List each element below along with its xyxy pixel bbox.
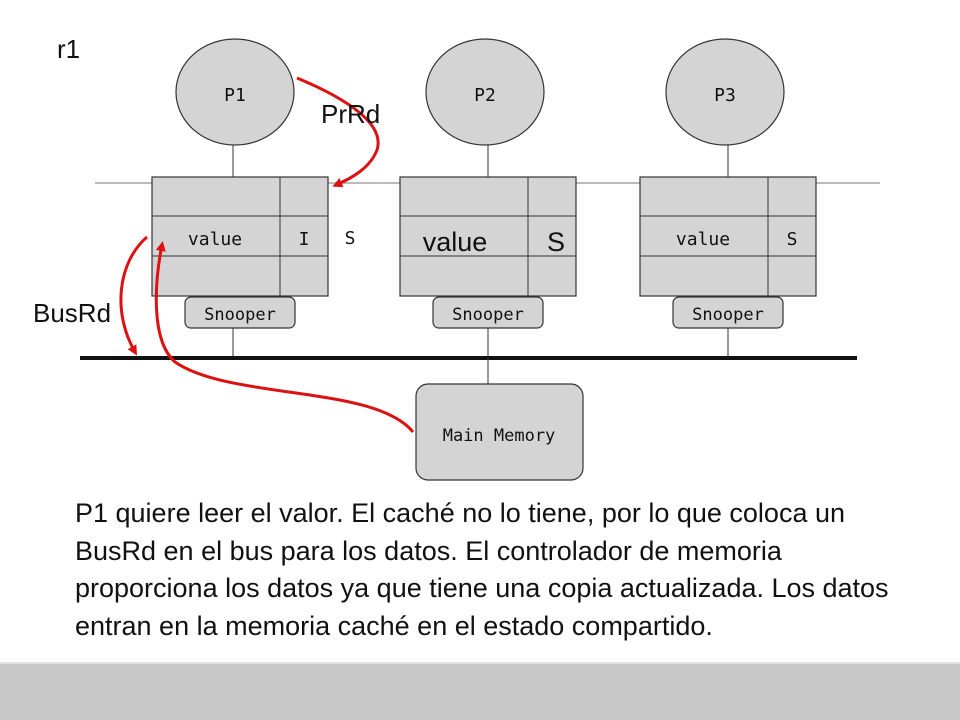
processor-p1: P1	[175, 38, 295, 146]
p3-state: S	[787, 229, 798, 250]
p2-label: P2	[474, 85, 496, 106]
snooper-p3: Snooper	[672, 296, 784, 329]
processor-p2: P2	[425, 38, 545, 146]
p1-label: P1	[224, 85, 246, 106]
busrd-arrow	[119, 235, 148, 356]
snooper-p1-label: Snooper	[204, 305, 276, 325]
cache-p2: value S	[399, 176, 577, 297]
data-response-arrow	[154, 241, 415, 433]
cache-p1: value I	[151, 176, 329, 297]
snooper-p2: Snooper	[432, 296, 544, 329]
prrd-label: PrRd	[321, 99, 380, 129]
snooper-p1: Snooper	[184, 296, 296, 329]
prrd-arrow	[296, 76, 380, 188]
snooper-p3-label: Snooper	[692, 305, 764, 325]
slide-caption: P1 quiere leer el valor. El caché no lo …	[75, 498, 889, 641]
slide-label: r1	[57, 34, 80, 64]
p1-state: I	[299, 229, 310, 250]
p3-value-label: value	[676, 229, 730, 250]
p2-value-label: value	[423, 227, 488, 257]
p1-value-label: value	[188, 229, 242, 250]
footer-bar	[0, 664, 960, 720]
p2-state: S	[547, 227, 565, 257]
main-memory-label: Main Memory	[443, 426, 556, 446]
p3-label: P3	[714, 85, 736, 106]
snooper-p2-label: Snooper	[452, 305, 524, 325]
cache-p3: value S	[639, 176, 817, 297]
main-memory: Main Memory	[415, 383, 584, 481]
busrd-label: BusRd	[33, 298, 111, 328]
p1-new-state: S	[345, 228, 356, 249]
processor-p3: P3	[665, 38, 785, 146]
